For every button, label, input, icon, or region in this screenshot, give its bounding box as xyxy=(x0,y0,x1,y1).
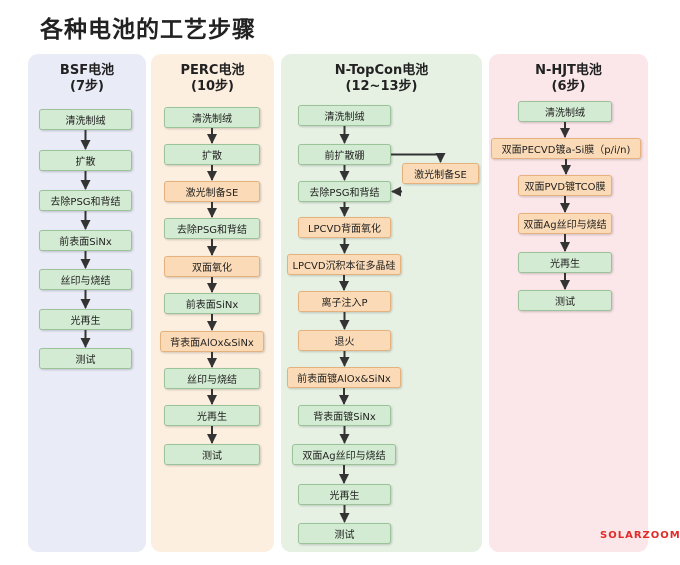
topcon-step-10: 双面Ag丝印与烧结 xyxy=(292,444,396,465)
perc-step-3: 激光制备SE xyxy=(164,181,260,202)
bsf-step-4: 前表面SiNx xyxy=(39,230,132,251)
perc-step-1: 清洗制绒 xyxy=(164,107,260,128)
hjt-step-2: 双面PECVD镀a-Si膜（p/i/n) xyxy=(491,138,641,159)
topcon-title: N-TopCon电池 (12~13步) xyxy=(281,63,482,95)
bsf-step-6: 光再生 xyxy=(39,309,132,330)
topcon-step-1: 清洗制绒 xyxy=(298,105,391,126)
hjt-step-6: 测试 xyxy=(518,290,612,311)
topcon-step-4: LPCVD背面氧化 xyxy=(298,217,391,238)
bsf-count: (7步) xyxy=(70,79,104,94)
perc-step-4: 去除PSG和背结 xyxy=(164,218,260,239)
hjt-name: N-HJT电池 xyxy=(535,63,602,78)
bsf-name: BSF电池 xyxy=(59,63,115,78)
hjt-step-5: 光再生 xyxy=(518,252,612,273)
hjt-count: (6步) xyxy=(551,79,586,94)
perc-step-8: 丝印与烧结 xyxy=(164,368,260,389)
bsf-step-3: 去除PSG和背结 xyxy=(39,190,132,211)
perc-step-2: 扩散 xyxy=(164,144,260,165)
topcon-step-11: 光再生 xyxy=(298,484,391,505)
bsf-title: BSF电池 (7步) xyxy=(28,63,146,95)
perc-step-5: 双面氧化 xyxy=(164,256,260,277)
hjt-step-1: 清洗制绒 xyxy=(518,101,612,122)
topcon-name: N-TopCon电池 xyxy=(334,63,429,78)
perc-name: PERC电池 xyxy=(180,63,245,78)
hjt-title: N-HJT电池 (6步) xyxy=(489,63,648,95)
perc-count: (10步) xyxy=(191,79,234,94)
topcon-step-7: 退火 xyxy=(298,330,391,351)
topcon-step-8: 前表面镀AlOx&SiNx xyxy=(287,367,401,388)
page-title: 各种电池的工艺步骤 xyxy=(40,17,256,43)
watermark-logo: SOLARZOOM xyxy=(600,530,680,541)
topcon-step-3: 去除PSG和背结 xyxy=(298,181,391,202)
topcon-step-9: 背表面镀SiNx xyxy=(298,405,391,426)
topcon-step-2: 前扩散硼 xyxy=(298,144,391,165)
bsf-step-2: 扩散 xyxy=(39,150,132,171)
hjt-step-4: 双面Ag丝印与烧结 xyxy=(518,213,612,234)
perc-step-7: 背表面AlOx&SiNx xyxy=(160,331,264,352)
topcon-side-step: 激光制备SE xyxy=(402,163,479,184)
topcon-step-6: 离子注入P xyxy=(298,291,391,312)
bsf-step-5: 丝印与烧结 xyxy=(39,269,132,290)
topcon-step-12: 测试 xyxy=(298,523,391,544)
topcon-step-5: LPCVD沉积本征多晶硅 xyxy=(287,254,401,275)
bsf-step-1: 清洗制绒 xyxy=(39,109,132,130)
perc-step-6: 前表面SiNx xyxy=(164,293,260,314)
perc-step-9: 光再生 xyxy=(164,405,260,426)
perc-title: PERC电池 (10步) xyxy=(151,63,274,95)
bsf-step-7: 测试 xyxy=(39,348,132,369)
topcon-count: (12~13步) xyxy=(345,79,418,94)
hjt-step-3: 双面PVD镀TCO膜 xyxy=(518,175,612,196)
perc-step-10: 测试 xyxy=(164,444,260,465)
